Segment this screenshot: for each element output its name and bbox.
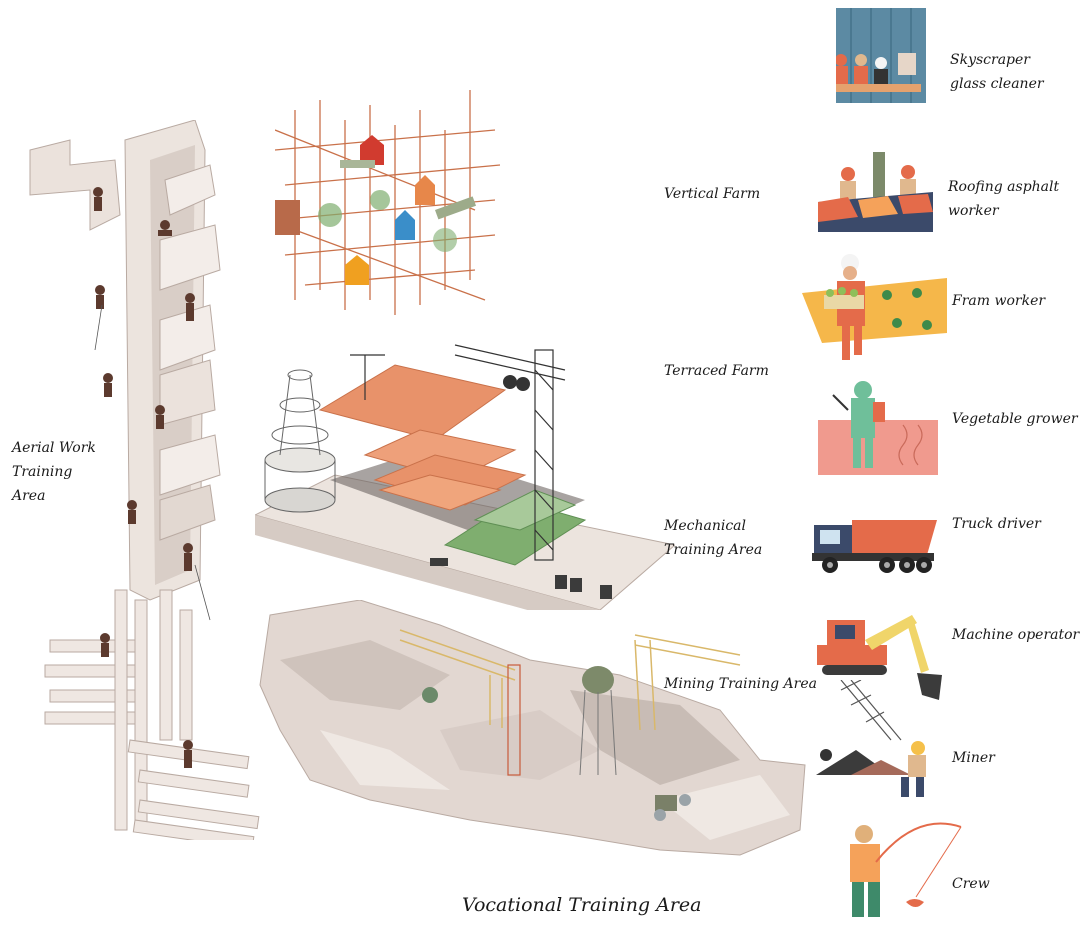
mining-area-illustration [259, 600, 806, 856]
mechanical-area-label: Mechanical Training Area [664, 518, 763, 558]
truck-icon [812, 520, 937, 573]
occupation-label: Roofing asphalt worker [948, 179, 1060, 219]
page-title: Vocational Training Area [462, 894, 702, 916]
fisherman-icon [850, 822, 962, 917]
miner-icon [816, 680, 926, 797]
sprayer-icon [818, 381, 938, 475]
vertical-farm-illustration [275, 90, 501, 315]
occupation-label: Miner [952, 750, 995, 766]
occupation-label: Truck driver [952, 516, 1041, 532]
mining-area-label: Mining Training Area [664, 676, 817, 692]
roofer-icon [818, 152, 933, 232]
aerial-tower-illustration [29, 120, 260, 840]
vertical-farm-label: Vertical Farm [664, 186, 761, 202]
terraced-farm-illustration [255, 344, 675, 610]
occupation-label: Machine operator [952, 627, 1080, 643]
occupation-label: Skyscraper glass cleaner [950, 52, 1044, 92]
window-cleaner-icon [836, 8, 926, 103]
excavator-icon [817, 615, 942, 700]
aerial-area-label: Aerial Work Training Area [12, 440, 96, 504]
occupation-label: Crew [952, 876, 990, 892]
terraced-farm-label: Terraced Farm [664, 363, 769, 379]
farm-worker-icon [802, 254, 947, 360]
occupation-label: Fram worker [952, 293, 1046, 309]
occupation-label: Vegetable grower [952, 411, 1078, 427]
